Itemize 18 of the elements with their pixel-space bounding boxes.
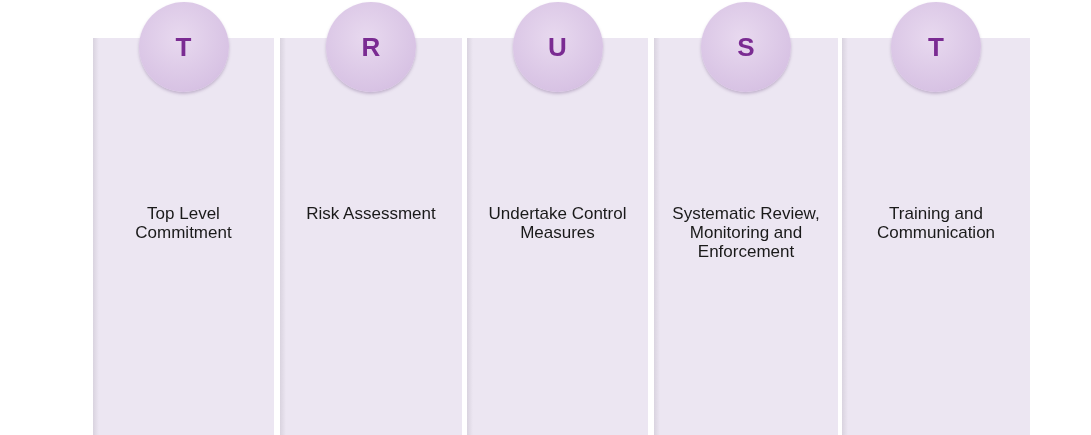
step-label: Undertake Control Measures (487, 204, 628, 242)
step-panel (654, 38, 838, 435)
letter: S (737, 31, 755, 63)
step-label: Systematic Review, Monitoring and Enforcement (671, 204, 821, 261)
step-panel (280, 38, 462, 435)
letter-circle (701, 2, 791, 92)
step-label: Training and Communication (875, 204, 997, 242)
letter: U (548, 31, 567, 63)
step-label: Top Level Commitment (134, 204, 233, 242)
step-label: Risk Assessment (305, 204, 437, 223)
letter-circle (326, 2, 416, 92)
letter-circle (891, 2, 981, 92)
letter: R (361, 31, 381, 63)
step-panel (467, 38, 648, 435)
letter: T (928, 31, 944, 63)
step-panel (842, 38, 1030, 435)
letter: T (175, 31, 192, 63)
step-panel (93, 38, 274, 435)
